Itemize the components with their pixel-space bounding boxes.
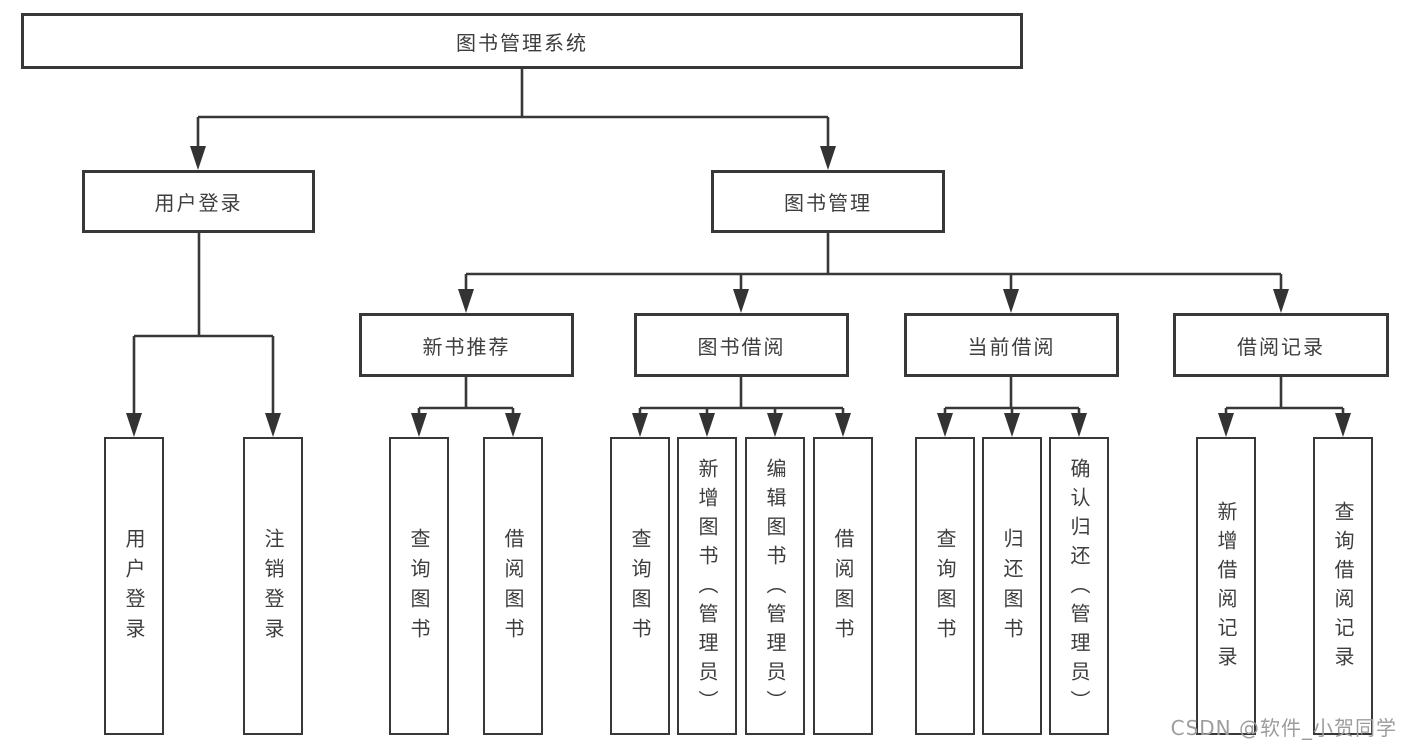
leaf-add-borrow-record: 新增借阅记录 <box>1196 437 1256 735</box>
leaf-recommend-borrow-books: 借阅图书 <box>483 437 543 735</box>
node-current-borrowing: 当前借阅 <box>904 313 1119 377</box>
node-book-management: 图书管理 <box>711 170 945 233</box>
leaf-confirm-return-admin: 确认归还（管理员） <box>1049 437 1109 735</box>
arrowheads <box>126 146 1351 437</box>
node-new-book-recommendation: 新书推荐 <box>359 313 574 377</box>
leaf-add-books-admin: 新增图书（管理员） <box>677 437 737 735</box>
leaf-logout: 注销登录 <box>243 437 303 735</box>
leaf-current-query-books: 查询图书 <box>915 437 975 735</box>
leaf-query-borrow-record: 查询借阅记录 <box>1313 437 1373 735</box>
node-library-management-system: 图书管理系统 <box>21 13 1023 69</box>
leaf-borrow-books: 借阅图书 <box>813 437 873 735</box>
node-book-borrowing: 图书借阅 <box>634 313 849 377</box>
csdn-watermark: CSDN @软件_小贺同学 <box>1170 716 1397 740</box>
node-user-login: 用户登录 <box>82 170 315 233</box>
leaf-borrowing-query-books: 查询图书 <box>610 437 670 735</box>
leaf-user-login: 用户登录 <box>104 437 164 735</box>
leaf-return-books: 归还图书 <box>982 437 1042 735</box>
node-borrowing-records: 借阅记录 <box>1173 313 1389 377</box>
leaf-recommend-query-books: 查询图书 <box>389 437 449 735</box>
leaf-edit-books-admin: 编辑图书（管理员） <box>745 437 805 735</box>
